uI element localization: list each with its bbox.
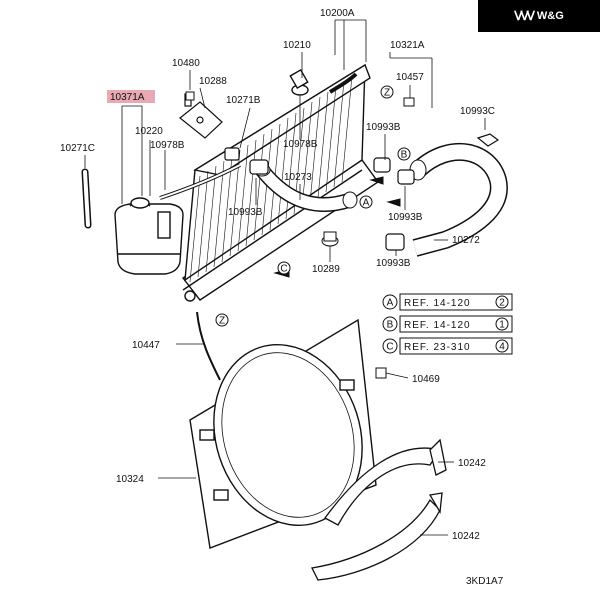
label-10210: 10210 — [283, 40, 311, 51]
label-10273: 10273 — [284, 172, 312, 183]
label-10447: 10447 — [132, 340, 160, 351]
label-10200A: 10200A — [320, 8, 355, 19]
reference-row: C REF. 23-310 4 — [382, 337, 513, 355]
shroud-seal-upper — [324, 438, 447, 526]
label-10978B-left: 10978B — [150, 140, 185, 151]
label-10271B: 10271B — [226, 95, 261, 106]
lower-hose — [409, 143, 508, 257]
marker-circles — [215, 85, 411, 327]
label-10993B-right: 10993B — [388, 212, 423, 223]
label-10993B-left: 10993B — [228, 207, 263, 218]
reserve-tank — [114, 197, 184, 275]
ref-letter: A — [387, 298, 394, 309]
reference-row: A REF. 14-120 2 — [382, 293, 513, 311]
diagram-code: 3KD1A7 — [466, 576, 504, 587]
label-10371A: 10371A — [110, 92, 145, 103]
label-10469: 10469 — [412, 374, 440, 385]
label-10457: 10457 — [396, 72, 424, 83]
drain-hose — [196, 311, 221, 381]
radiator — [181, 63, 379, 302]
ref-num: 1 — [499, 320, 505, 331]
tank-bracket — [179, 93, 223, 139]
marker-z-top: Z — [384, 88, 390, 99]
ref-text: REF. 14-120 — [404, 320, 471, 331]
label-10321A: 10321A — [390, 40, 425, 51]
fan-shroud — [189, 318, 377, 549]
marker-b: B — [401, 150, 408, 161]
label-10288: 10288 — [199, 76, 227, 87]
label-10993B-top: 10993B — [366, 122, 401, 133]
ref-letter: C — [386, 342, 393, 353]
reference-row: B REF. 14-120 1 — [382, 315, 513, 333]
marker-z-bottom: Z — [219, 316, 225, 327]
bolts — [185, 91, 415, 379]
label-10978B-mid: 10978B — [283, 139, 318, 150]
ref-letter: B — [387, 320, 394, 331]
marker-a: A — [363, 198, 370, 209]
label-10993B-lower: 10993B — [376, 258, 411, 269]
brand-logo: ᐯᐯᐯ W&G — [478, 0, 600, 32]
label-10242-lower: 10242 — [452, 531, 480, 542]
label-10271C: 10271C — [60, 143, 95, 154]
label-10993C: 10993C — [460, 106, 495, 117]
label-10480: 10480 — [172, 58, 200, 69]
shroud-seal-lower — [311, 492, 443, 581]
label-10289: 10289 — [312, 264, 340, 275]
hose-clamps — [224, 133, 500, 251]
leader-lines — [84, 19, 486, 536]
ref-text: REF. 14-120 — [404, 298, 471, 309]
label-10220: 10220 — [135, 126, 163, 137]
highlight-10371A — [107, 90, 155, 103]
ref-text: REF. 23-310 — [404, 342, 471, 353]
reference-legend: A REF. 14-120 2 B REF. 14-120 1 C REF. 2… — [382, 293, 513, 355]
label-10272: 10272 — [452, 235, 480, 246]
label-10324: 10324 — [116, 474, 144, 485]
logo-text: W&G — [536, 10, 564, 22]
label-10242-upper: 10242 — [458, 458, 486, 469]
ref-num: 4 — [499, 342, 505, 353]
drain-plug — [321, 231, 339, 247]
marker-c: C — [280, 264, 287, 275]
logo-mark-icon: ᐯᐯᐯ — [514, 9, 535, 23]
ref-num: 2 — [499, 298, 505, 309]
